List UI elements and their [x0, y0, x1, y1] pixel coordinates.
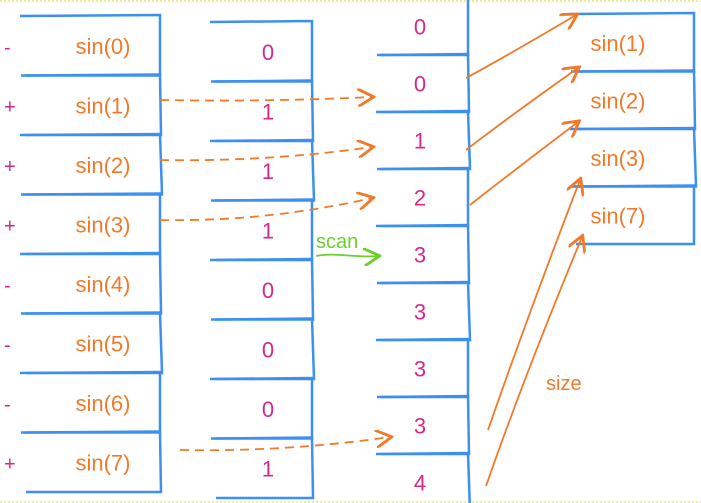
flag-value: 0	[262, 40, 274, 65]
scan-value: 3	[414, 414, 426, 439]
flag-value: 1	[262, 159, 274, 184]
output-value: sin(7)	[590, 203, 645, 228]
flag-value: 1	[262, 456, 274, 481]
sign-marker: -	[4, 275, 11, 297]
scatter-arrow	[485, 237, 582, 487]
scan-value: 3	[414, 243, 426, 268]
scatter-arrow	[487, 180, 580, 431]
size-label: size	[546, 373, 582, 395]
output-value: sin(2)	[590, 88, 645, 113]
scan-value: 1	[414, 129, 426, 154]
scan-value: 2	[414, 186, 426, 211]
scan-label: scan	[316, 231, 358, 253]
input-cell	[24, 430, 163, 494]
flag-value: 0	[262, 337, 274, 362]
scan-value: 3	[414, 300, 426, 325]
input-value: sin(2)	[75, 153, 130, 178]
input-value: sin(6)	[75, 391, 130, 416]
input-value: sin(1)	[75, 93, 130, 118]
sign-marker: -	[4, 37, 11, 59]
scan-value: 4	[414, 471, 426, 496]
flag-value: 0	[262, 397, 274, 422]
flag-value: 0	[262, 278, 274, 303]
output-value: sin(1)	[590, 31, 645, 56]
input-value: sin(0)	[75, 34, 130, 59]
input-value: sin(4)	[75, 272, 130, 297]
sign-marker: +	[4, 454, 16, 476]
sign-marker: +	[4, 156, 16, 178]
scan-value: 3	[414, 357, 426, 382]
copy-arrow	[159, 97, 372, 101]
scan-arrow	[315, 255, 378, 257]
sign-marker: -	[4, 394, 11, 416]
copy-arrow	[159, 147, 372, 162]
input-value: sin(3)	[75, 212, 130, 237]
scan-cell	[375, 451, 471, 503]
scatter-arrow	[465, 15, 576, 79]
input-value: sin(5)	[75, 331, 130, 356]
scan-value: 0	[414, 15, 426, 40]
copy-arrow	[179, 437, 390, 452]
output-cell	[574, 184, 696, 246]
output-value: sin(3)	[590, 146, 645, 171]
flag-cell	[214, 436, 315, 500]
flag-value: 1	[262, 218, 274, 243]
scan-value: 0	[414, 72, 426, 97]
scatter-arrow	[469, 122, 578, 206]
sign-marker: -	[4, 335, 11, 357]
sign-marker: +	[4, 97, 16, 119]
copy-arrow	[159, 198, 372, 222]
sign-marker: +	[4, 216, 16, 238]
flag-value: 1	[262, 99, 274, 124]
input-value: sin(7)	[75, 450, 130, 475]
scatter-arrow	[465, 68, 578, 151]
